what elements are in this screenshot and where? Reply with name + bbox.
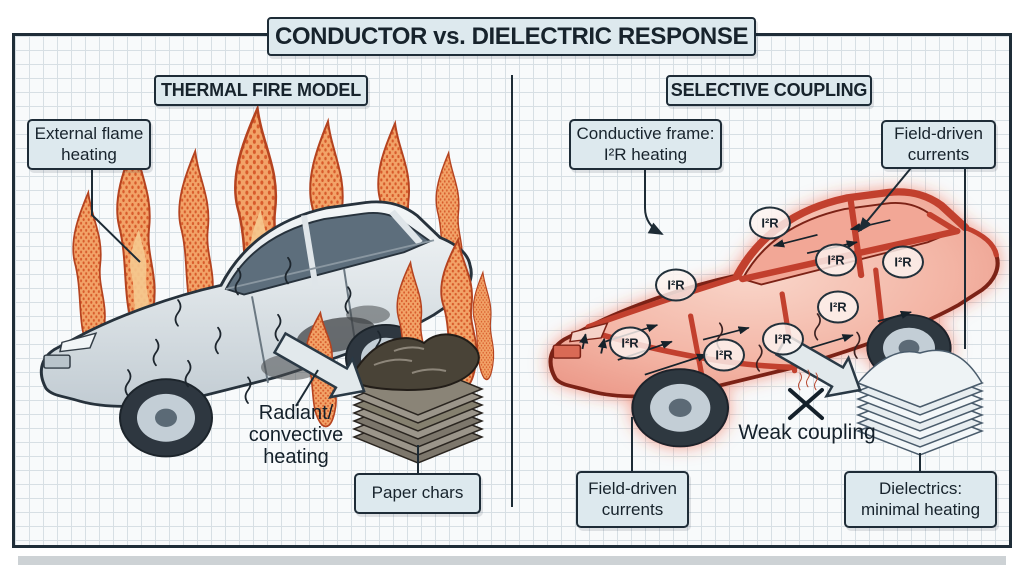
- callout-paper-chars: Paper chars: [354, 473, 481, 514]
- right-panel-header: SELECTIVE COUPLING: [666, 75, 872, 106]
- i2r-loop-badge: I²R: [817, 290, 859, 324]
- i2r-text: I²R: [829, 299, 847, 315]
- left-panel-title: THERMAL FIRE MODEL: [160, 80, 362, 100]
- i2r-text: I²R: [761, 215, 779, 231]
- callout-field-driven-currents-top: Field-driven currents: [881, 120, 996, 169]
- weak-coupling-label: Weak coupling: [723, 421, 891, 445]
- callout-line: I²R heating: [603, 144, 688, 164]
- left-panel-header: THERMAL FIRE MODEL: [154, 75, 368, 106]
- callout-line: currents: [907, 144, 970, 164]
- title-box: CONDUCTOR vs. DIELECTRIC RESPONSE: [267, 17, 756, 56]
- label-line: heating: [263, 446, 329, 468]
- radiant-convective-heating-label: Radiant/ convective heating: [231, 402, 361, 468]
- i2r-loop-badge: I²R: [703, 338, 745, 372]
- callout-line: External flame: [34, 123, 144, 143]
- page-title: CONDUCTOR vs. DIELECTRIC RESPONSE: [274, 22, 749, 50]
- callout-conductive-frame: Conductive frame: I²R heating: [569, 119, 722, 170]
- label-line: Weak coupling: [738, 421, 876, 444]
- i2r-text: I²R: [667, 277, 685, 293]
- callout-line: Field-driven: [588, 478, 677, 498]
- i2r-loop-badge: I²R: [609, 326, 651, 360]
- callout-external-flame-heating: External flame heating: [27, 119, 151, 170]
- i2r-loop-badge: I²R: [655, 268, 697, 302]
- i2r-text: I²R: [774, 331, 792, 347]
- label-line: convective: [248, 424, 344, 446]
- i2r-text: I²R: [621, 335, 639, 351]
- callout-line: minimal heating: [860, 499, 981, 519]
- i2r-text: I²R: [827, 252, 845, 268]
- callout-line: heating: [61, 144, 117, 164]
- callout-dielectrics-minimal-heating: Dielectrics: minimal heating: [844, 471, 997, 528]
- callout-field-driven-currents-bottom: Field-driven currents: [576, 471, 689, 528]
- callout-line: Conductive frame:: [576, 123, 715, 143]
- callout-line: Field-driven: [894, 123, 983, 143]
- callout-line: currents: [601, 499, 664, 519]
- right-panel-title: SELECTIVE COUPLING: [670, 80, 868, 100]
- i2r-loop-badge: I²R: [815, 243, 857, 277]
- i2r-text: I²R: [894, 254, 912, 270]
- i2r-loop-badge: I²R: [749, 206, 791, 240]
- i2r-loop-badge: I²R: [762, 322, 804, 356]
- i2r-loop-badge: I²R: [882, 245, 924, 279]
- label-line: Radiant/: [258, 402, 334, 424]
- callout-line: Dielectrics:: [878, 478, 963, 498]
- callout-line: Paper chars: [371, 483, 464, 503]
- bottom-strip: [18, 556, 1006, 565]
- i2r-text: I²R: [715, 347, 733, 363]
